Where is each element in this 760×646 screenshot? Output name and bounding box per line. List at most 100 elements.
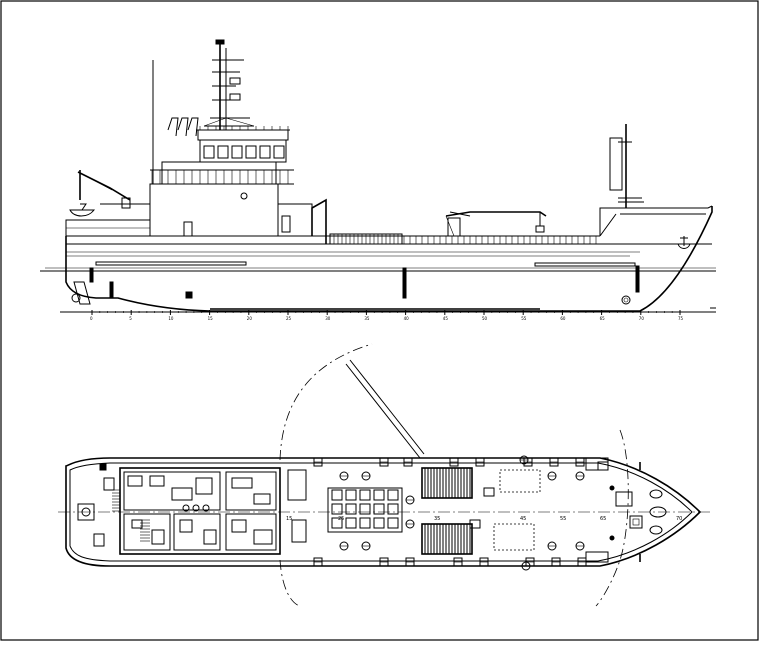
cargo-cell xyxy=(387,503,399,515)
windlass xyxy=(615,491,633,507)
cargo-cell xyxy=(373,489,385,501)
chair xyxy=(182,504,190,512)
scale-tick-label: 5 xyxy=(129,316,132,321)
bollard xyxy=(99,463,107,471)
capstan xyxy=(77,503,95,521)
furniture-item xyxy=(131,519,143,529)
chair xyxy=(192,504,200,512)
cargo-hatch-covers xyxy=(421,467,473,555)
scale-tick-label: 25 xyxy=(286,316,292,321)
cargo-grid-frame xyxy=(327,487,403,533)
furniture-item xyxy=(149,475,165,487)
aft-davit-crane xyxy=(77,170,131,201)
furniture-item xyxy=(151,529,165,545)
wheelhouse-top xyxy=(197,129,289,141)
scale-tick-label: 0 xyxy=(90,316,93,321)
main-mast xyxy=(203,39,255,130)
scale-tick-label: 45 xyxy=(443,316,449,321)
fender-fwd xyxy=(534,262,636,267)
mooring-bitts xyxy=(313,455,587,571)
fender-aft xyxy=(95,261,247,266)
porthole xyxy=(240,192,248,200)
anchor-icon xyxy=(677,236,691,249)
crane-reach-arc-aft xyxy=(279,343,373,461)
anchor-pocket xyxy=(649,489,663,499)
chair xyxy=(202,504,210,512)
forecastle xyxy=(599,205,713,236)
propeller-boss xyxy=(71,293,81,303)
equipment-area-port xyxy=(493,523,535,551)
cargo-cell xyxy=(359,517,371,529)
plan-view: 15 25 35 45 55 65 70 xyxy=(58,343,710,607)
cargo-cell xyxy=(359,489,371,501)
scale-tick-label: 30 xyxy=(325,316,331,321)
cargo-cell xyxy=(373,503,385,515)
scale-tick-label: 35 xyxy=(364,316,370,321)
door-aft xyxy=(183,221,193,237)
galley-mess xyxy=(123,471,221,511)
deckhouse-railings xyxy=(150,129,294,185)
furniture-item xyxy=(171,487,193,501)
fore-mast xyxy=(609,124,644,208)
frame-label: 35 xyxy=(434,516,440,522)
deckhouse-upper xyxy=(161,161,277,185)
sea-chest xyxy=(185,291,193,299)
exhaust-stacks xyxy=(167,117,199,137)
draft-marks-aft xyxy=(89,265,640,299)
cargo-cell xyxy=(345,489,357,501)
cargo-cell xyxy=(331,503,343,515)
furniture-item xyxy=(195,477,213,495)
crane-reach-arc-fwd xyxy=(595,429,629,607)
aft-bulkhead xyxy=(311,198,327,244)
scale-tick-label: 60 xyxy=(560,316,566,321)
cargo-cell xyxy=(373,517,385,529)
cargo-hold-grid xyxy=(327,487,403,533)
stairway xyxy=(112,489,150,542)
hull-outline xyxy=(65,206,713,312)
deck-crane xyxy=(445,211,547,237)
frame-label: 15 xyxy=(286,516,292,522)
rescue-boat xyxy=(69,209,96,217)
furniture-item xyxy=(253,493,271,505)
scale-tick-label: 40 xyxy=(404,316,410,321)
cargo-cell xyxy=(387,489,399,501)
crane-jib xyxy=(345,359,425,459)
cabin-port-mid xyxy=(173,513,221,551)
wheelhouse xyxy=(199,139,287,163)
frame-label: 25 xyxy=(338,516,344,522)
furniture-item xyxy=(179,519,193,533)
frame-label: 70 xyxy=(676,516,682,522)
scale-tick-label: 15 xyxy=(208,316,214,321)
furniture-item xyxy=(231,519,247,533)
hatch-cover xyxy=(421,523,473,555)
scale-tick-label: 20 xyxy=(247,316,253,321)
deckhouse-door xyxy=(281,215,291,233)
cargo-cell xyxy=(331,517,343,529)
rudder xyxy=(73,281,91,305)
cargo-cell xyxy=(359,503,371,515)
scale-tick-label: 75 xyxy=(678,316,684,321)
scale-tick-label: 55 xyxy=(521,316,527,321)
cargo-cell xyxy=(331,489,343,501)
equipment-area-stbd xyxy=(499,469,541,493)
wheelhouse-windows xyxy=(203,145,285,159)
scale-tick-label: 50 xyxy=(482,316,488,321)
frame-label: 45 xyxy=(520,516,526,522)
scale-tick-label: 70 xyxy=(639,316,645,321)
cargo-cell xyxy=(345,517,357,529)
cabin-stbd-aft xyxy=(225,513,277,551)
hatch-cover xyxy=(421,467,473,499)
scale-tick-label: 65 xyxy=(600,316,606,321)
furniture-item xyxy=(253,529,273,545)
accommodation-furniture xyxy=(127,475,273,545)
bow-thruster xyxy=(621,295,631,305)
cabin-port-aft xyxy=(123,513,171,551)
cargo-cell xyxy=(345,503,357,515)
furniture-item xyxy=(127,475,143,487)
furniture-item xyxy=(231,477,253,489)
